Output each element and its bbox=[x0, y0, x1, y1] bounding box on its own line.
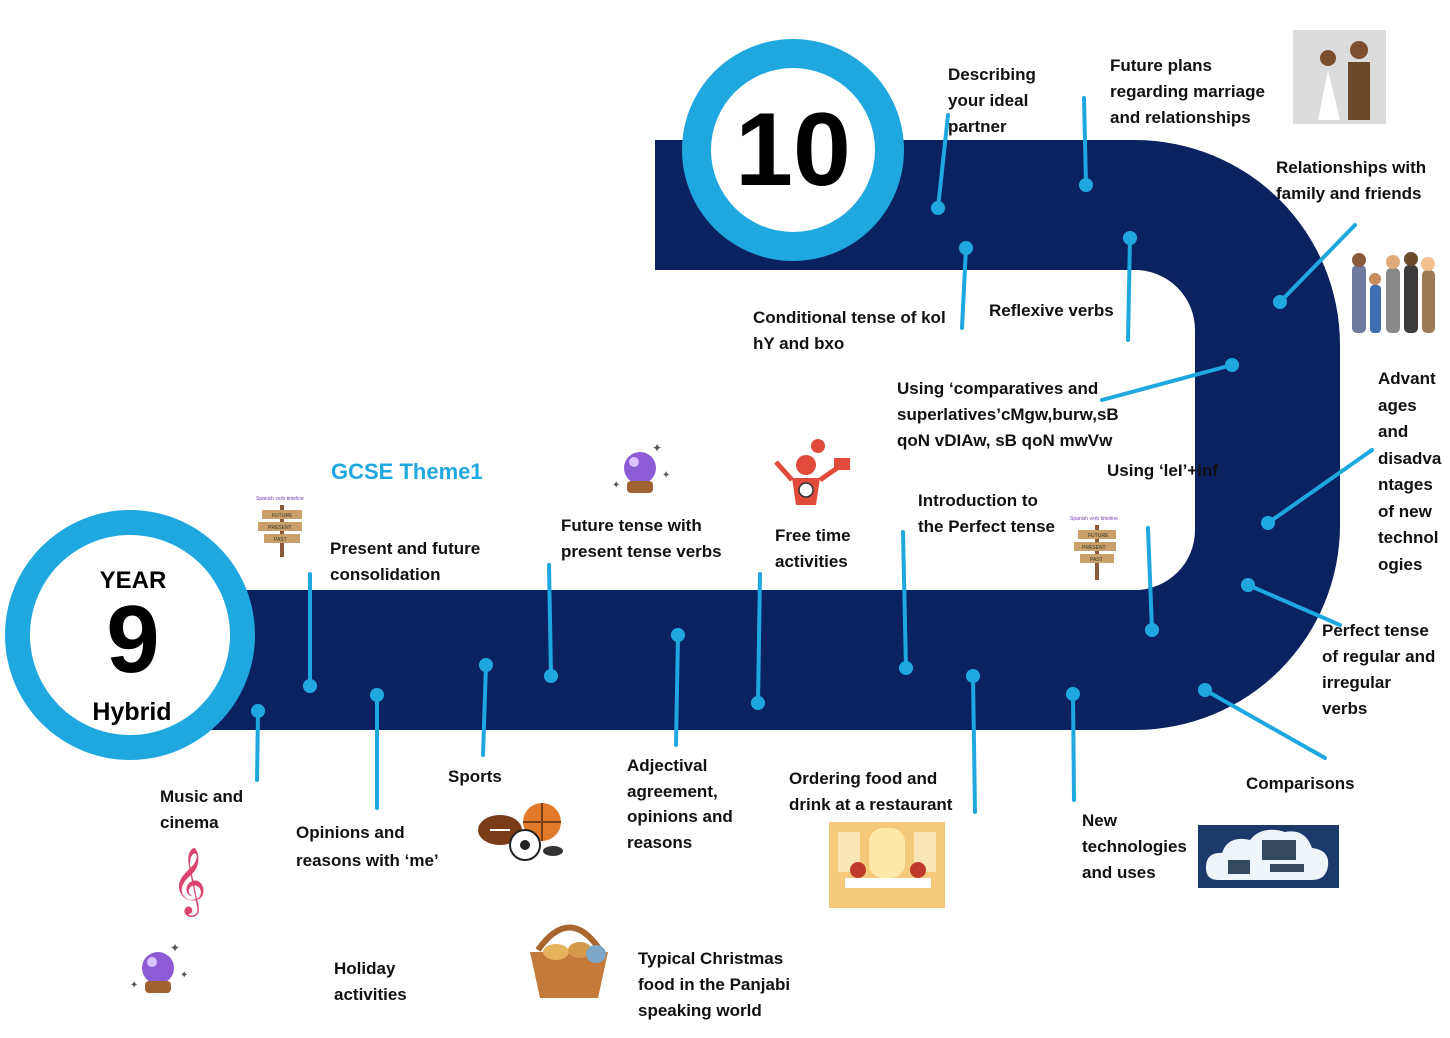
gcse-theme-heading: GCSE Theme1 bbox=[331, 459, 483, 484]
dot bbox=[1145, 623, 1159, 637]
year9-badge bbox=[5, 510, 255, 760]
topic-dots bbox=[251, 178, 1287, 718]
verb-timeline-sign-icon: Spanish verb timeline FUTURE PRESENT PAS… bbox=[250, 492, 315, 562]
svg-text:✦: ✦ bbox=[652, 441, 662, 455]
dot bbox=[966, 669, 980, 683]
restaurant-scene-icon bbox=[829, 822, 945, 908]
topic-reflexive-verbs: Reflexive verbs bbox=[989, 301, 1114, 320]
topic-present-future-consolidation: Present and future consolidation bbox=[330, 539, 481, 584]
dot bbox=[1241, 578, 1255, 592]
topic-perfect-regular: Perfect tense of regular and irregular v… bbox=[1322, 621, 1436, 718]
dot bbox=[251, 704, 265, 718]
dot bbox=[1123, 231, 1137, 245]
family-group-icon bbox=[1352, 252, 1435, 333]
cloud-computing-icon bbox=[1198, 825, 1339, 888]
dot bbox=[899, 661, 913, 675]
connector-conditional bbox=[960, 246, 968, 330]
year10-number: 10 bbox=[735, 92, 851, 208]
dot bbox=[1225, 358, 1239, 372]
timeline-sign-title: Spanish verb timeline bbox=[1070, 516, 1118, 522]
connector-sports bbox=[481, 663, 488, 757]
topic-conditional-tense: Conditional tense of kol hY and bxo bbox=[753, 308, 946, 353]
connector-intro-perfect bbox=[901, 530, 908, 670]
dot bbox=[931, 201, 945, 215]
connector-adjectival bbox=[674, 633, 680, 747]
wedding-couple-icon bbox=[1293, 30, 1386, 124]
topic-sports: Sports bbox=[448, 767, 502, 786]
topic-free-time: Free time activities bbox=[775, 526, 851, 571]
connector-music-cinema bbox=[255, 709, 260, 782]
topic-christmas-food: Typical Christmas food in the Panjabi sp… bbox=[638, 949, 791, 1020]
dot bbox=[751, 696, 765, 710]
dot bbox=[671, 628, 685, 642]
sports-balls-icon bbox=[478, 803, 563, 861]
topic-comparatives: Using ‘comparatives and superlatives’cMg… bbox=[897, 379, 1119, 450]
dot bbox=[479, 658, 493, 672]
topic-holiday-activities: Holiday activities bbox=[334, 959, 407, 1004]
year9-number: 9 bbox=[106, 586, 160, 693]
timeline-sign-present: PRESENT bbox=[1082, 545, 1106, 551]
dot bbox=[303, 679, 317, 693]
year9-year-label: YEAR bbox=[99, 567, 167, 594]
treble-clef-icon: 𝄞 bbox=[172, 846, 206, 917]
connector-using-lei bbox=[1146, 526, 1154, 632]
timeline-sign-present: PRESENT bbox=[268, 525, 292, 531]
year10-badge bbox=[682, 39, 904, 261]
dot bbox=[1273, 295, 1287, 309]
topic-connectors bbox=[255, 96, 1374, 814]
dot bbox=[544, 669, 558, 683]
timeline-sign-future: FUTURE bbox=[272, 513, 293, 519]
connector-perfect-regular bbox=[1246, 583, 1342, 627]
topic-music-cinema: Music and cinema bbox=[160, 787, 244, 832]
topic-comparisons: Comparisons bbox=[1246, 774, 1355, 793]
svg-text:✦: ✦ bbox=[130, 980, 138, 991]
connector-comparisons bbox=[1203, 688, 1327, 760]
topic-ordering-food: Ordering food and drink at a restaurant bbox=[789, 769, 953, 814]
svg-text:✦: ✦ bbox=[180, 970, 188, 981]
topic-using-lei: Using ‘leI’+inf bbox=[1107, 461, 1218, 480]
svg-text:✦: ✦ bbox=[612, 480, 620, 491]
crystal-ball-icon: ✦ ✦ ✦ bbox=[130, 941, 188, 993]
topic-describing-partner: Describing your ideal partner bbox=[948, 65, 1036, 136]
connector-future-plans bbox=[1082, 96, 1088, 187]
dot bbox=[1079, 178, 1093, 192]
topic-adjectival-agreement: Adjectival agreement, opinions and reaso… bbox=[627, 756, 733, 852]
connector-new-tech bbox=[1071, 692, 1076, 802]
dot bbox=[959, 241, 973, 255]
bread-basket-icon bbox=[530, 924, 608, 998]
connector-advantages bbox=[1266, 448, 1374, 525]
svg-text:✦: ✦ bbox=[170, 941, 180, 955]
svg-text:✦: ✦ bbox=[662, 470, 670, 481]
connector-reflexive bbox=[1126, 236, 1132, 342]
connector-describing-partner bbox=[936, 113, 950, 210]
connector-future-tense bbox=[547, 563, 553, 678]
connector-free-time bbox=[756, 572, 762, 705]
topic-new-technologies: New technologies and uses bbox=[1082, 811, 1187, 882]
timeline-sign-past: PAST bbox=[1090, 557, 1103, 563]
timeline-sign-past: PAST bbox=[274, 537, 287, 543]
connector-comparatives bbox=[1100, 363, 1234, 402]
connector-ordering-food bbox=[971, 674, 977, 814]
connector-relationships bbox=[1278, 223, 1357, 304]
crystal-ball-icon: ✦ ✦ ✦ bbox=[612, 441, 670, 493]
topic-future-plans: Future plans regarding marriage and rela… bbox=[1110, 56, 1265, 127]
dot bbox=[1198, 683, 1212, 697]
topic-relationships-family: Relationships with family and friends bbox=[1276, 158, 1427, 203]
verb-timeline-sign-icon: Spanish verb timeline FUTURE PRESENT PAS… bbox=[1068, 512, 1126, 586]
dot bbox=[370, 688, 384, 702]
topic-intro-perfect: Introduction to the Perfect tense bbox=[918, 491, 1055, 536]
timeline-sign-title: Spanish verb timeline bbox=[256, 496, 304, 502]
topic-opinions-me: Opinions and reasons with ‘me’ bbox=[296, 823, 439, 870]
topic-advantages: Advant ages and disadva ntages of new te… bbox=[1378, 369, 1442, 574]
timeline-sign-future: FUTURE bbox=[1088, 533, 1109, 539]
topic-future-tense-present: Future tense with present tense verbs bbox=[561, 516, 722, 561]
year9-pathway-label: Hybrid bbox=[92, 698, 172, 726]
dot bbox=[1261, 516, 1275, 530]
learning-road bbox=[130, 140, 1340, 730]
juggling-person-icon bbox=[774, 439, 850, 505]
dot bbox=[1066, 687, 1080, 701]
